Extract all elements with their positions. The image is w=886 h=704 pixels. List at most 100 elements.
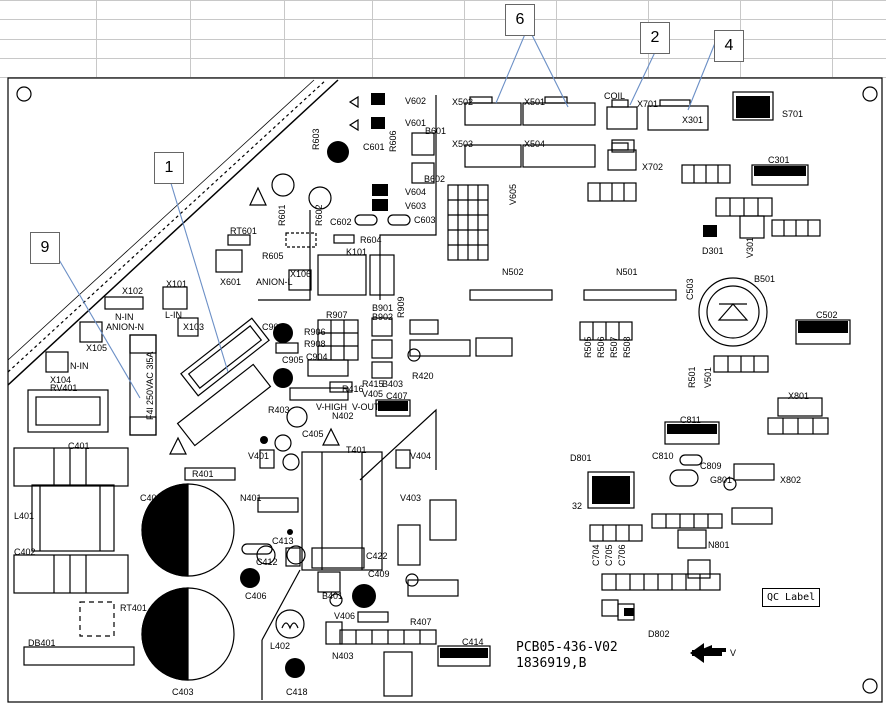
label-n401: N401 [240,493,262,503]
n502 [469,289,553,301]
label-r401: R401 [192,469,214,479]
label-r602: R602 [314,204,324,226]
label-c706: C706 [617,544,627,566]
label-n502: N502 [502,267,524,277]
label-r416: R416 [342,384,364,394]
x601 [215,249,243,273]
label-c809: C809 [700,461,722,471]
x105 [79,321,103,343]
label-v403: V403 [400,493,422,503]
x104 [45,351,69,373]
label-t401: T401 [346,445,367,455]
label-pin32: 32 [572,501,583,511]
board-serial: 1836919,B [516,656,587,671]
label-r420: R420 [412,371,434,381]
label-x801: X801 [788,391,810,401]
label-r601: R601 [277,204,287,226]
label-c402: C402 [14,547,36,557]
n401 [257,497,299,513]
label-r507: R507 [609,336,619,358]
label-coil: COIL [604,91,626,101]
l401 [31,484,115,552]
label-v601: V601 [405,118,427,128]
label-v605: V605 [508,183,518,205]
label-c905: C905 [282,355,304,365]
t401 [301,451,383,571]
label-anion-n: ANION-N [106,322,144,332]
callout-4: 4 [714,30,744,62]
label-c412: C412 [256,557,278,567]
label-c406: C406 [245,591,267,601]
label-c601: C601 [363,142,385,152]
label-c422: C422 [366,551,388,561]
label-n402: N402 [332,411,354,421]
label-c903: C903 [262,322,284,332]
board-outline [7,77,883,703]
label-v-high: V-HIGH [316,402,348,412]
label-c409: C409 [368,569,390,579]
label-v405: V405 [362,389,384,399]
x102 [104,296,144,310]
label-l401: L401 [14,511,35,521]
label-c502: C502 [816,310,838,320]
label-r508: R508 [622,336,632,358]
label-v604: V604 [405,187,427,197]
callout-1: 1 [154,152,184,184]
db401 [23,646,135,666]
label-x106: X106 [290,269,312,279]
label-c301: C301 [768,155,790,165]
label-rt601: RT601 [230,226,257,236]
n402 [289,387,349,401]
c401 [13,447,129,487]
x801 [777,397,823,417]
x502 [464,102,522,126]
label-x502: X502 [452,97,474,107]
label-x104: X104 [50,375,72,385]
label-anion-l: ANION-L [256,277,293,287]
label-r506: R506 [596,336,606,358]
k101 [317,254,367,296]
x106 [288,269,312,291]
v406 [325,621,343,645]
label-x504: X504 [524,139,546,149]
label-d801: D801 [570,453,592,463]
label-x501: X501 [524,97,546,107]
label-b902: B902 [372,312,394,322]
label-db401: DB401 [28,638,56,648]
x503 [464,144,522,168]
label-s701: S701 [782,109,804,119]
rt401 [79,601,115,637]
label-n403: N403 [332,651,354,661]
label-x105: X105 [86,343,108,353]
mount-hole-tl [16,86,32,102]
label-b601: B601 [425,126,447,136]
label-c704: C704 [591,544,601,566]
label-r415: R415 [362,379,384,389]
label-r403: R403 [268,405,290,415]
qc-label: QC Label [762,588,821,607]
mount-hole-br [862,678,878,694]
v403 [397,524,421,566]
label-d802: D802 [648,629,670,639]
label-n801: N801 [708,540,730,550]
l402 [275,609,305,639]
label-l-in: L-IN [165,310,183,320]
label-c418: C418 [286,687,308,697]
label-v401: V401 [248,451,270,461]
label-v301: V301 [745,236,755,258]
label-b401: B401 [322,591,344,601]
label-b602: B602 [424,174,446,184]
d801 [587,471,635,509]
label-v406: V406 [334,611,356,621]
board-part-number: PCB05-436-V02 [516,640,618,655]
n501 [583,289,677,301]
label-c904: C904 [306,352,328,362]
label-r501: R501 [687,366,697,388]
x702 [607,149,637,171]
callout-6: 6 [505,4,535,36]
g801 [669,469,699,487]
label-r604: R604 [360,235,382,245]
r401 [184,467,236,481]
